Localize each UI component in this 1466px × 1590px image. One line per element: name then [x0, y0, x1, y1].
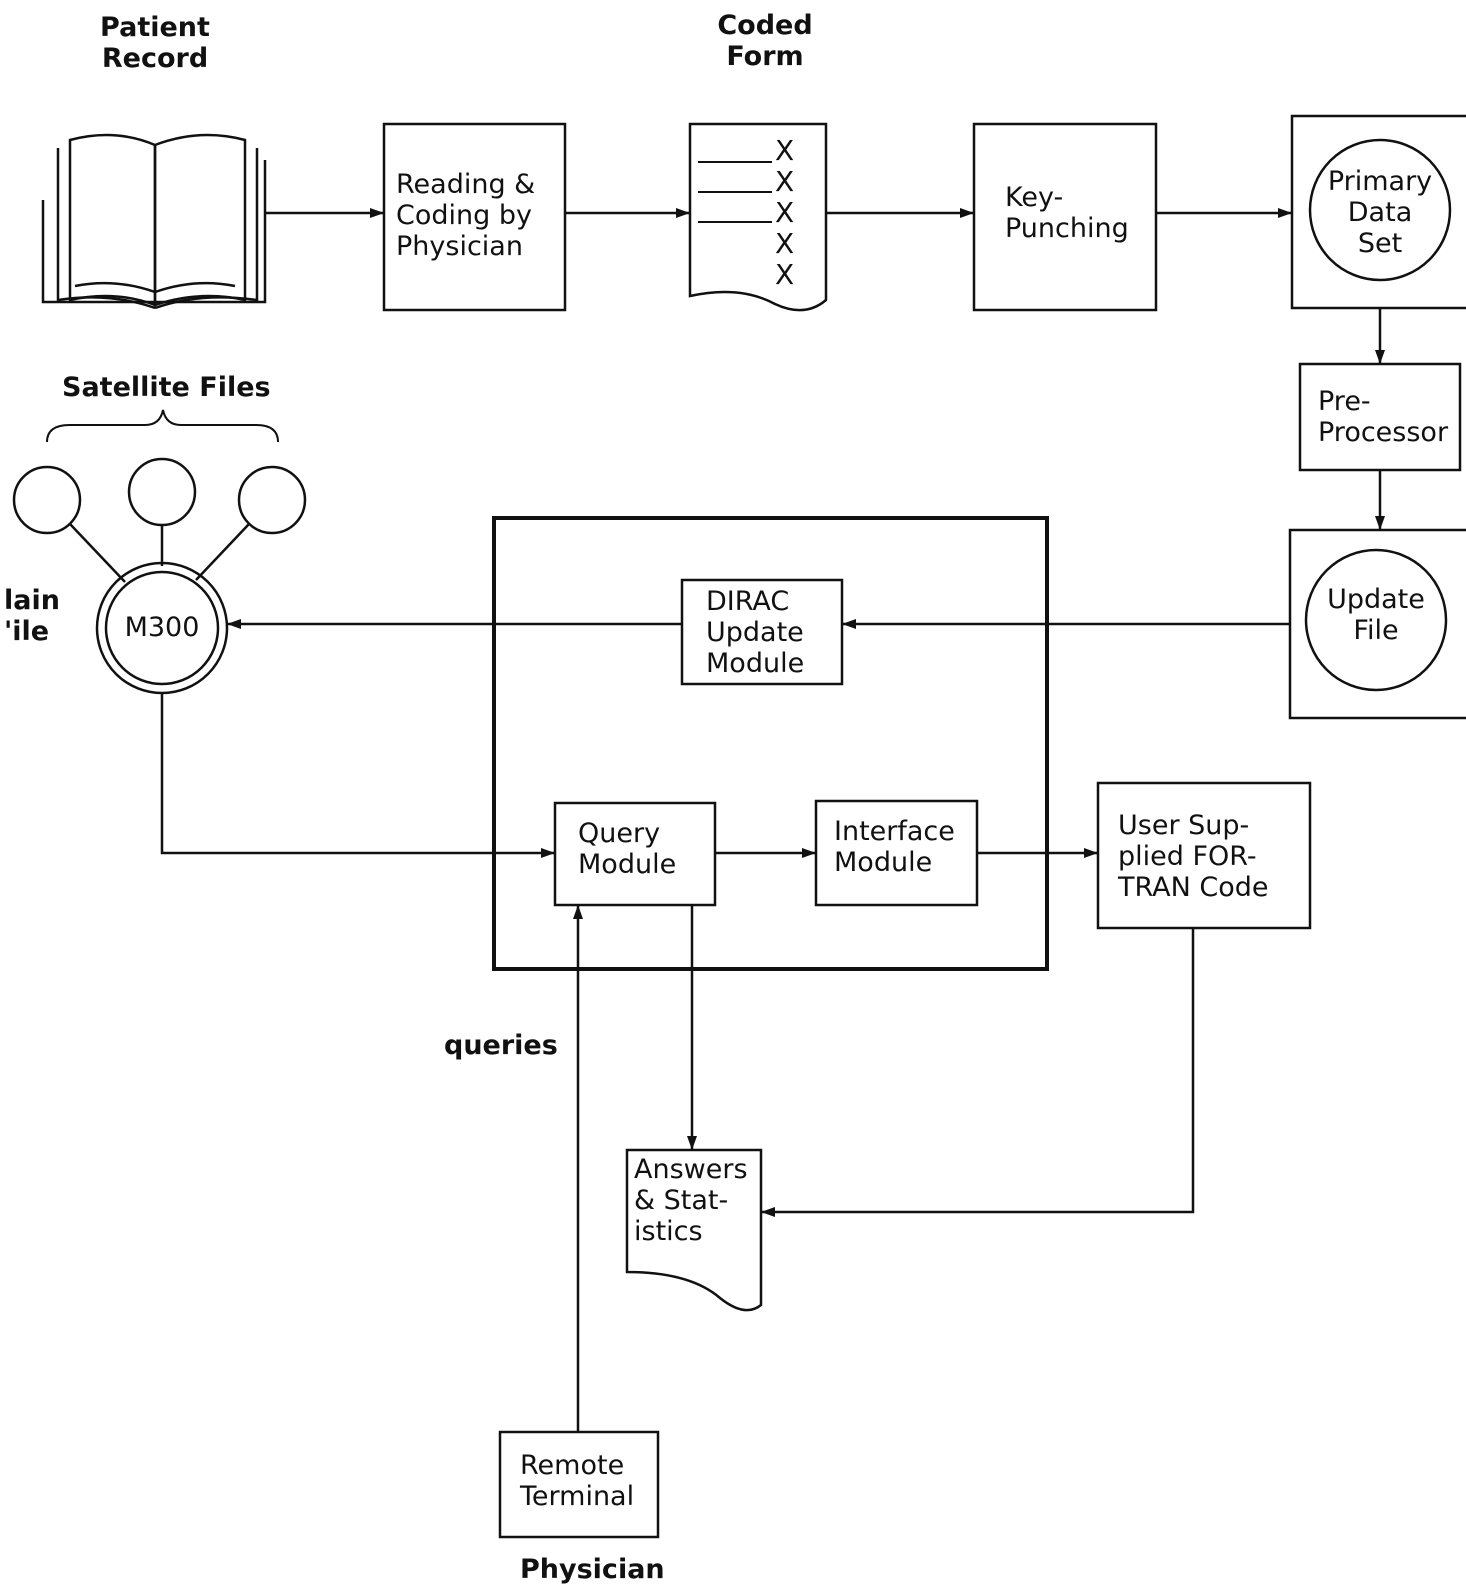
- primary-data-set-circle: [1308, 138, 1452, 282]
- update-file-label: Update File: [1327, 584, 1425, 646]
- satellite-files-label: Satellite Files: [62, 372, 271, 403]
- pre-processor-label: Pre- Processor: [1318, 386, 1449, 448]
- physician-label: Physician: [520, 1554, 665, 1585]
- primary-data-set-box: [1290, 114, 1466, 310]
- main-file-inner-circle: [104, 570, 220, 686]
- coded-form-mark: X: [775, 134, 795, 167]
- arrow-fortran-to-answers: [761, 928, 1195, 1217]
- primary-data-set-label: Primary Data Set: [1327, 166, 1433, 259]
- key-punching-label: Key- Punching: [1005, 182, 1129, 244]
- dirac-update-label: DIRAC Update Module: [706, 586, 805, 679]
- user-fortran-label: User Sup- plied FOR- TRAN Code: [1118, 810, 1269, 903]
- patient-record-label: Patient Record: [100, 12, 210, 74]
- reading-coding-label: Reading & Coding by Physician: [396, 169, 536, 262]
- book-icon: [41, 133, 267, 310]
- main-file-label: lain 'ile: [4, 585, 60, 647]
- user-fortran-box: [1096, 781, 1312, 930]
- coded-form-mark: X: [775, 227, 795, 260]
- coded-form-label: Coded Form: [717, 10, 813, 72]
- satellite-file-circle: [237, 465, 307, 535]
- satellite-file-circle: [127, 457, 197, 527]
- queries-label: queries: [444, 1030, 558, 1061]
- coded-form-document: [688, 122, 828, 312]
- answers-label: Answers & Stat- istics: [634, 1154, 748, 1247]
- satellite-brace: [46, 409, 279, 443]
- answers-document: [625, 1148, 763, 1312]
- dirac-update-box: [680, 578, 844, 686]
- remote-terminal-label: Remote Terminal: [520, 1450, 635, 1512]
- coded-form-mark: X: [775, 258, 795, 291]
- key-punching-box: [972, 122, 1158, 312]
- query-module-label: Query Module: [578, 818, 677, 880]
- update-file-circle: [1304, 548, 1448, 692]
- coded-form-mark: X: [775, 196, 795, 229]
- reading-coding-box: [382, 122, 567, 312]
- arrow-m300-to-query: [160, 693, 555, 858]
- satellite-file-circle: [12, 465, 82, 535]
- dirac-system-frame: [492, 516, 1049, 971]
- m300-label: M300: [124, 612, 200, 643]
- interface-module-label: Interface Module: [834, 816, 955, 878]
- coded-form-mark: X: [775, 165, 795, 198]
